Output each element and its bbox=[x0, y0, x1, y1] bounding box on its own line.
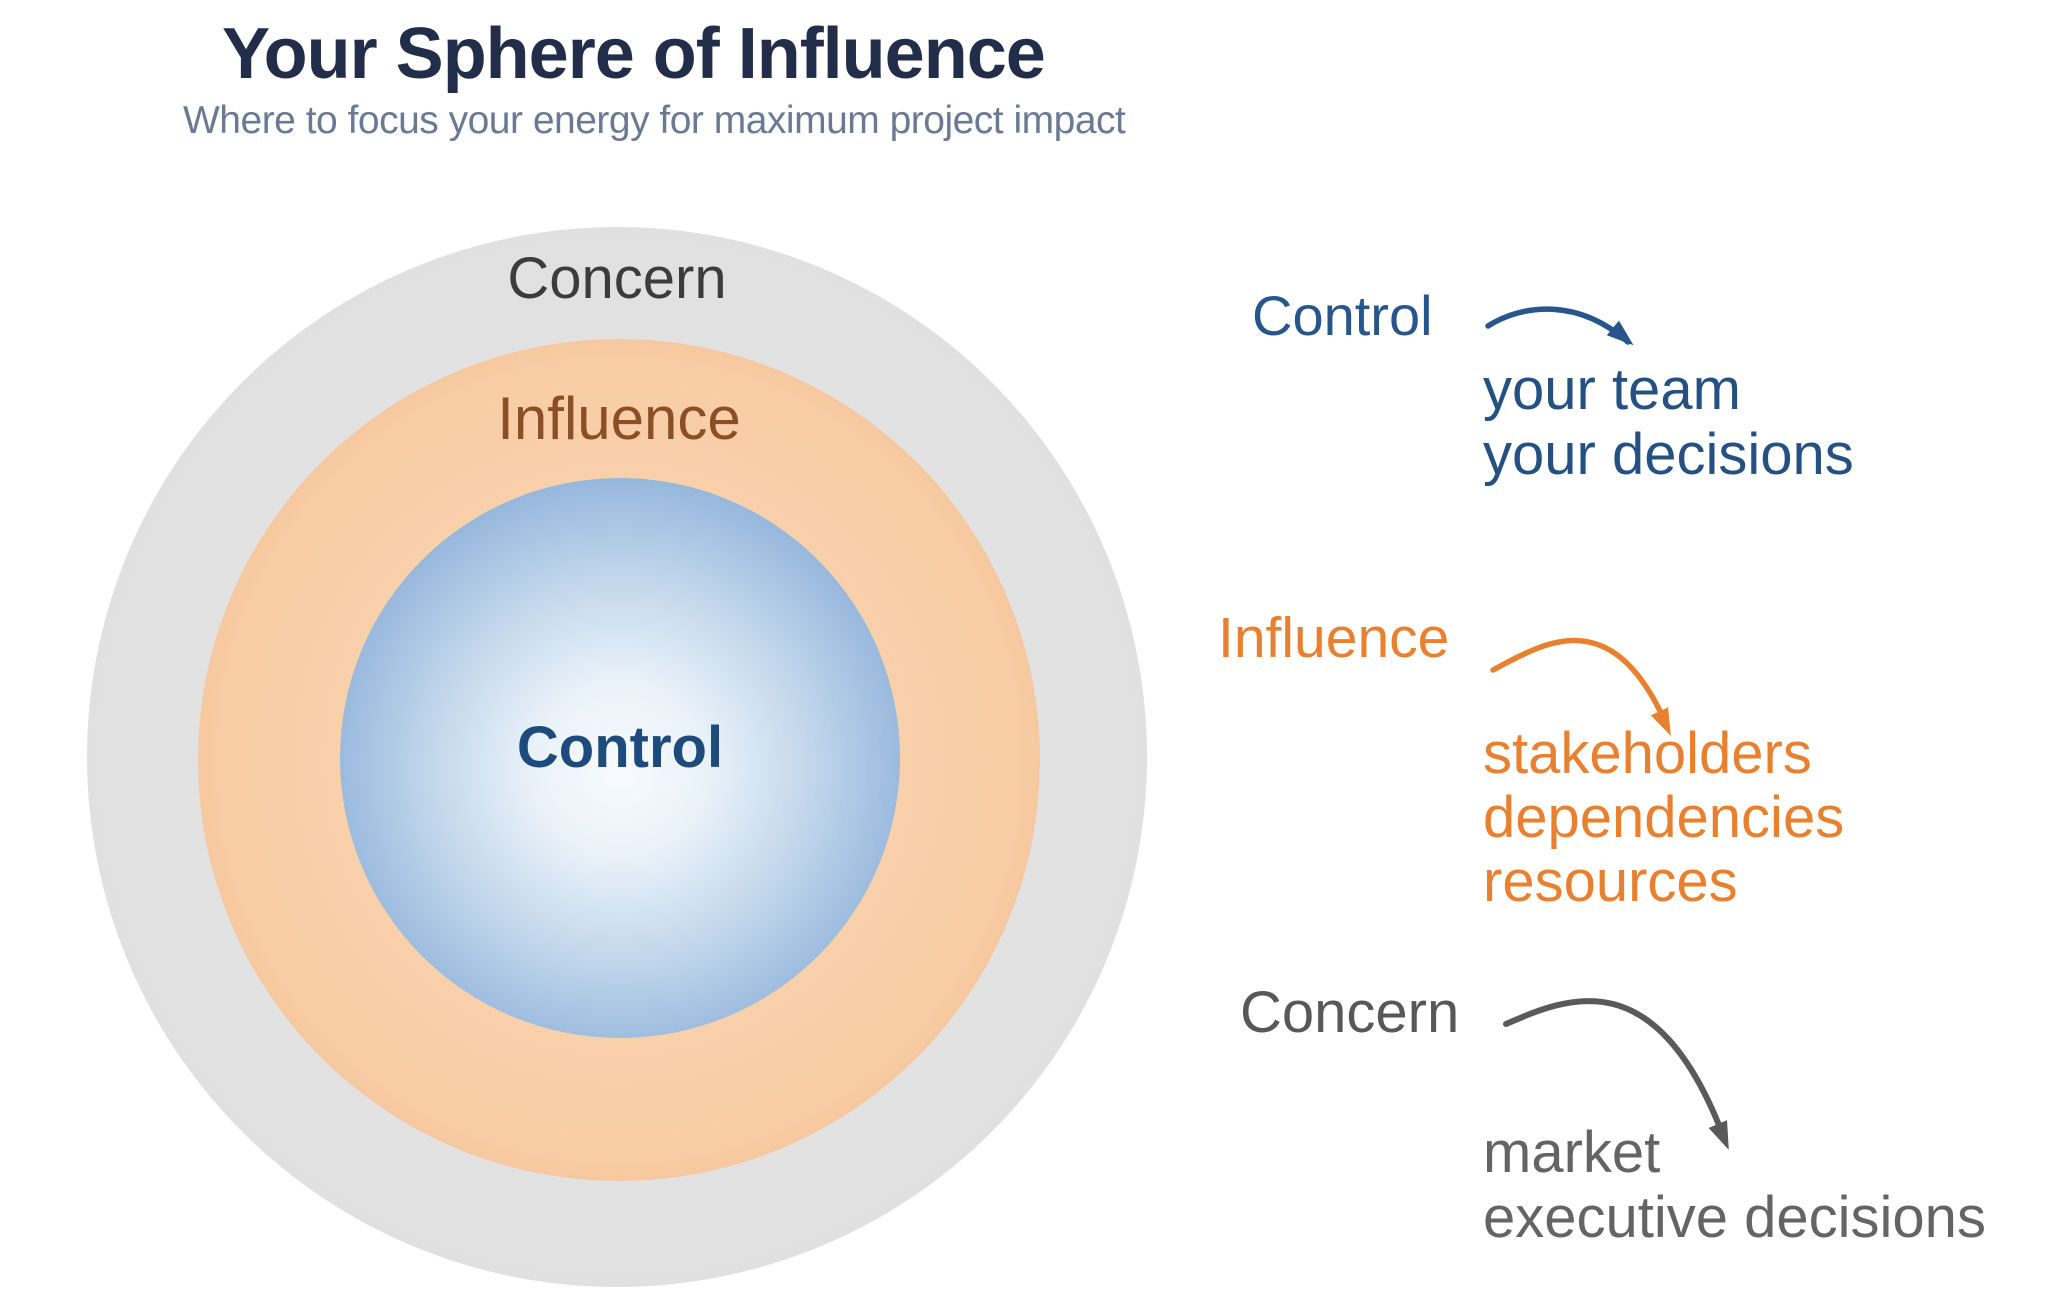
concern-arrow-icon bbox=[1503, 998, 1729, 1150]
control-circle: Control bbox=[340, 478, 900, 1038]
legend-item: your team bbox=[1483, 357, 1741, 422]
legend-item: dependencies bbox=[1483, 785, 1845, 850]
legend-item: market bbox=[1483, 1120, 1661, 1185]
influence-ring-label: Influence bbox=[497, 385, 741, 452]
influence-arrowhead bbox=[1650, 707, 1671, 736]
control-circle-label: Control bbox=[516, 715, 724, 780]
legend-item: resources bbox=[1483, 849, 1738, 914]
page-title: Your Sphere of Influence bbox=[222, 14, 1046, 94]
control-arrow-curve bbox=[1485, 306, 1631, 345]
legend-control-items: your team your decisions bbox=[1483, 357, 1854, 487]
legend-influence-label: Influence bbox=[1218, 606, 1450, 670]
influence-arrow-icon bbox=[1490, 637, 1671, 736]
legend-item: your decisions bbox=[1483, 422, 1854, 487]
influence-arrow-curve bbox=[1490, 637, 1670, 729]
legend-item: executive decisions bbox=[1483, 1185, 1986, 1250]
concern-ring-label: Concern bbox=[507, 246, 727, 311]
legend-control-label: Control bbox=[1252, 284, 1433, 347]
page-subtitle: Where to focus your energy for maximum p… bbox=[183, 99, 1126, 142]
control-arrowhead bbox=[1606, 320, 1634, 346]
legend-influence-items: stakeholders dependencies resources bbox=[1483, 722, 1844, 914]
legend-concern-label: Concern bbox=[1240, 980, 1460, 1045]
concern-arrowhead bbox=[1708, 1120, 1729, 1150]
control-arrow-icon bbox=[1485, 306, 1634, 346]
legend-item: stakeholders bbox=[1483, 721, 1812, 786]
legend-concern-items: market executive decisions bbox=[1483, 1120, 1986, 1250]
concern-arrow-curve bbox=[1503, 998, 1727, 1141]
